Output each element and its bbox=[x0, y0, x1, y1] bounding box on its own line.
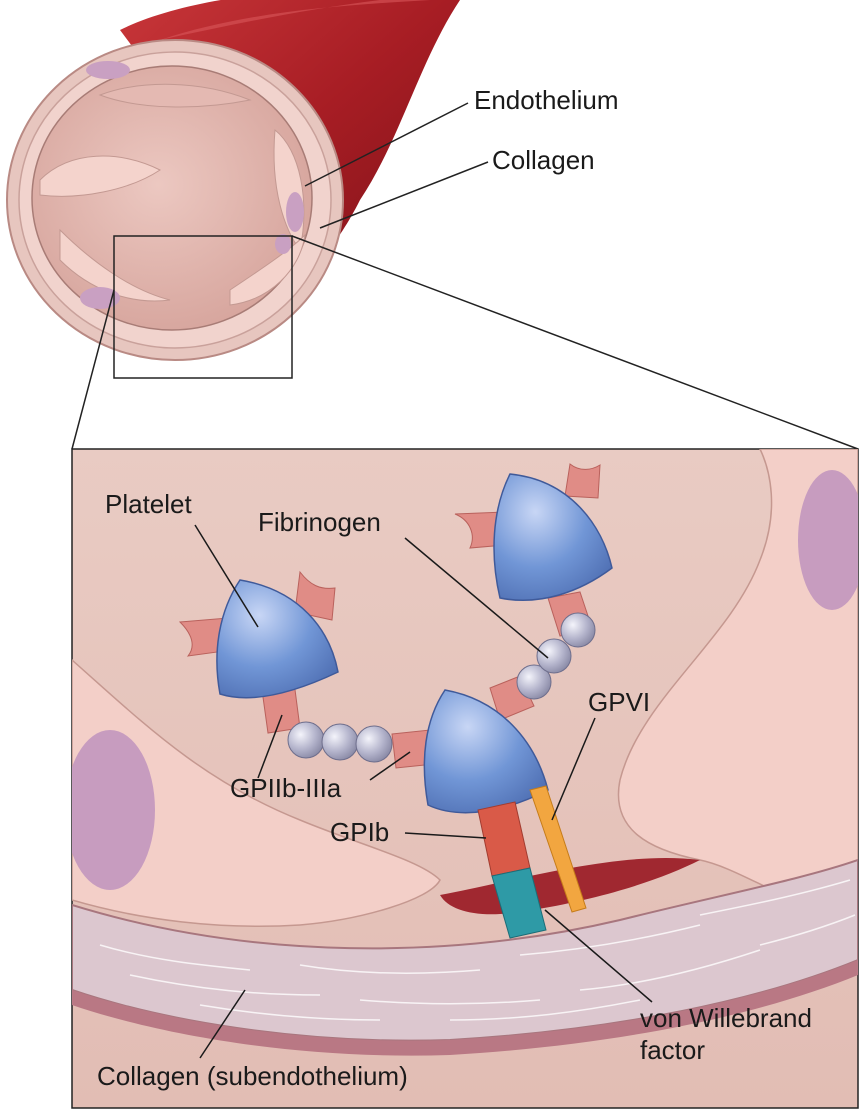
label-gpib: GPIb bbox=[330, 818, 389, 848]
label-gpvi: GPVI bbox=[588, 688, 650, 718]
label-vwf-line2: factor bbox=[640, 1036, 705, 1066]
label-platelet: Platelet bbox=[105, 490, 192, 520]
blood-vessel bbox=[7, 0, 460, 360]
fibrinogen-left bbox=[288, 722, 392, 762]
label-collagen-subendothelium: Collagen (subendothelium) bbox=[97, 1062, 408, 1092]
label-collagen: Collagen bbox=[492, 146, 595, 176]
label-vwf-line1: von Willebrand bbox=[640, 1004, 812, 1034]
label-endothelium: Endothelium bbox=[474, 86, 619, 116]
label-fibrinogen: Fibrinogen bbox=[258, 508, 381, 538]
label-gpiib-iiia: GPIIb-IIIa bbox=[230, 774, 341, 804]
